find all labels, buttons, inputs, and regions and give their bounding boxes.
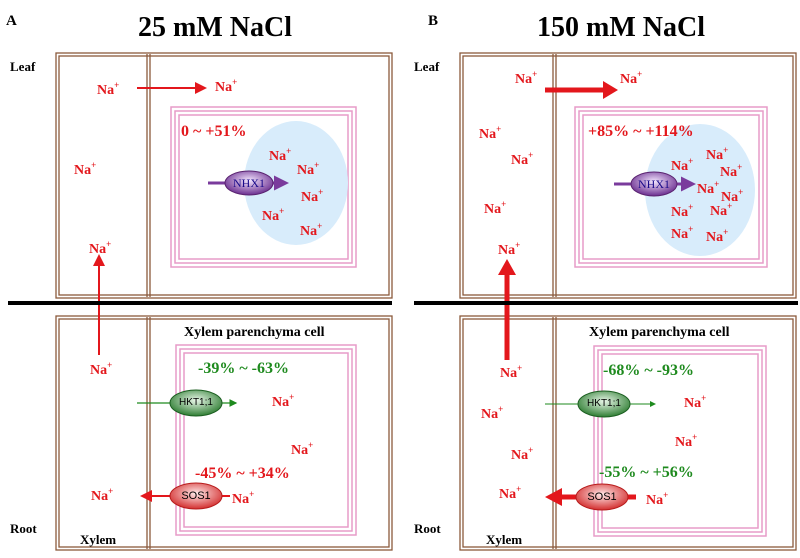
sodium-ion-label: Na+ [484, 199, 507, 217]
sodium-ion-label: Na+ [89, 239, 112, 257]
panel-a-sos-label: SOS1 [181, 490, 211, 502]
sodium-ion-label: Na+ [272, 392, 295, 410]
panel-b-root-label: Root [414, 521, 441, 536]
panel-b-nhx1-transporter [630, 171, 678, 197]
panel-a-xylem-label: Xylem [80, 532, 117, 547]
panel-a-hkt-label: HKT1;1 [179, 397, 213, 408]
sodium-ion-label: Na+ [232, 489, 255, 507]
panel-b-leaf-frame [459, 52, 797, 299]
sodium-ion-label: Na+ [262, 206, 285, 224]
panel-b-sos-transporter [575, 483, 629, 511]
panel-a-vacuole [244, 121, 348, 245]
sodium-ion-label: Na+ [511, 445, 534, 463]
panel-a-hkt-change: -39% ~ -63% [198, 360, 289, 377]
sodium-ion-label: Na+ [675, 432, 698, 450]
sodium-ion-label: Na+ [297, 160, 320, 178]
panel-a-nhx1-label: NHX1 [233, 176, 265, 190]
panel-a-letter: A [6, 13, 17, 29]
panel-b-leaf-label: Leaf [414, 59, 440, 74]
panel-b-vacuole [645, 124, 755, 256]
sodium-ion-label: Na+ [721, 187, 744, 205]
sodium-ion-label: Na+ [620, 69, 643, 87]
sodium-ion-label: Na+ [90, 360, 113, 378]
panel-a-leaf-label: Leaf [10, 59, 36, 74]
panel-b-leaf-cell-membrane [574, 106, 768, 268]
panel-b-sos-change: -55% ~ +56% [599, 464, 694, 481]
panel-b-graphics [459, 52, 797, 551]
sodium-ion-label: Na+ [269, 146, 292, 164]
sodium-ion-label: Na+ [706, 145, 729, 163]
panel-a-sos-transporter [169, 482, 223, 510]
sodium-ion-label: Na+ [697, 179, 720, 197]
sodium-ion-label: Na+ [500, 363, 523, 381]
panel-a-graphics [55, 52, 393, 551]
panel-b-title: 150 mM NaCl [537, 12, 705, 43]
sodium-ion-label: Na+ [706, 227, 729, 245]
panel-a-hkt-transporter [169, 389, 223, 417]
panel-b-root-frame [459, 315, 797, 551]
panel-b-root-cell-membrane [593, 345, 767, 537]
panel-a-leaf-cell-membrane [170, 106, 357, 268]
panel-a-leaf-change: 0 ~ +51% [181, 123, 247, 140]
sodium-ion-label: Na+ [515, 69, 538, 87]
sodium-ion-label: Na+ [481, 404, 504, 422]
panel-a-title: 25 mM NaCl [138, 12, 292, 43]
panel-a-root-frame [55, 315, 393, 551]
sodium-ion-label: Na+ [671, 156, 694, 174]
sodium-ion-label: Na+ [300, 221, 323, 239]
panel-b-letter: B [428, 13, 439, 29]
sodium-ion-label: Na+ [479, 124, 502, 142]
panel-b-hkt-change: -68% ~ -93% [603, 362, 694, 379]
sodium-ion-label: Na+ [498, 240, 521, 258]
sodium-ion-label: Na+ [710, 201, 733, 219]
sodium-ion-label: Na+ [301, 187, 324, 205]
sodium-ion-label: Na+ [684, 393, 707, 411]
panel-a-sos-change: -45% ~ +34% [195, 465, 290, 482]
sodium-ion-label: Na+ [74, 160, 97, 178]
sodium-ion-label: Na+ [671, 224, 694, 242]
panel-b-leaf-change: +85% ~ +114% [588, 123, 694, 140]
panel-a-root-cell-membrane [175, 344, 357, 536]
sodium-ion-label: Na+ [671, 202, 694, 220]
sodium-ion-label: Na+ [291, 440, 314, 458]
panel-b-sos-label: SOS1 [587, 491, 617, 503]
panel-b-nhx1-label: NHX1 [638, 177, 670, 191]
sodium-ion-label: Na+ [97, 80, 120, 98]
panel-b-hkt-transporter [577, 390, 631, 418]
sodium-ion-label: Na+ [215, 77, 238, 95]
panel-a-cell-title: Xylem parenchyma cell [184, 325, 325, 340]
sodium-ion-label: Na+ [511, 150, 534, 168]
panel-b-hkt-label: HKT1;1 [587, 398, 621, 409]
panel-b-cell-title: Xylem parenchyma cell [589, 325, 730, 340]
panel-a-nhx1-transporter [224, 170, 274, 196]
sodium-ion-label: Na+ [720, 162, 743, 180]
sodium-ion-label: Na+ [646, 490, 669, 508]
panel-b-xylem-label: Xylem [486, 532, 523, 547]
sodium-ion-label: Na+ [499, 484, 522, 502]
sodium-ion-label: Na+ [91, 486, 114, 504]
panel-a-root-label: Root [10, 521, 37, 536]
panel-a-leaf-frame [55, 52, 393, 299]
